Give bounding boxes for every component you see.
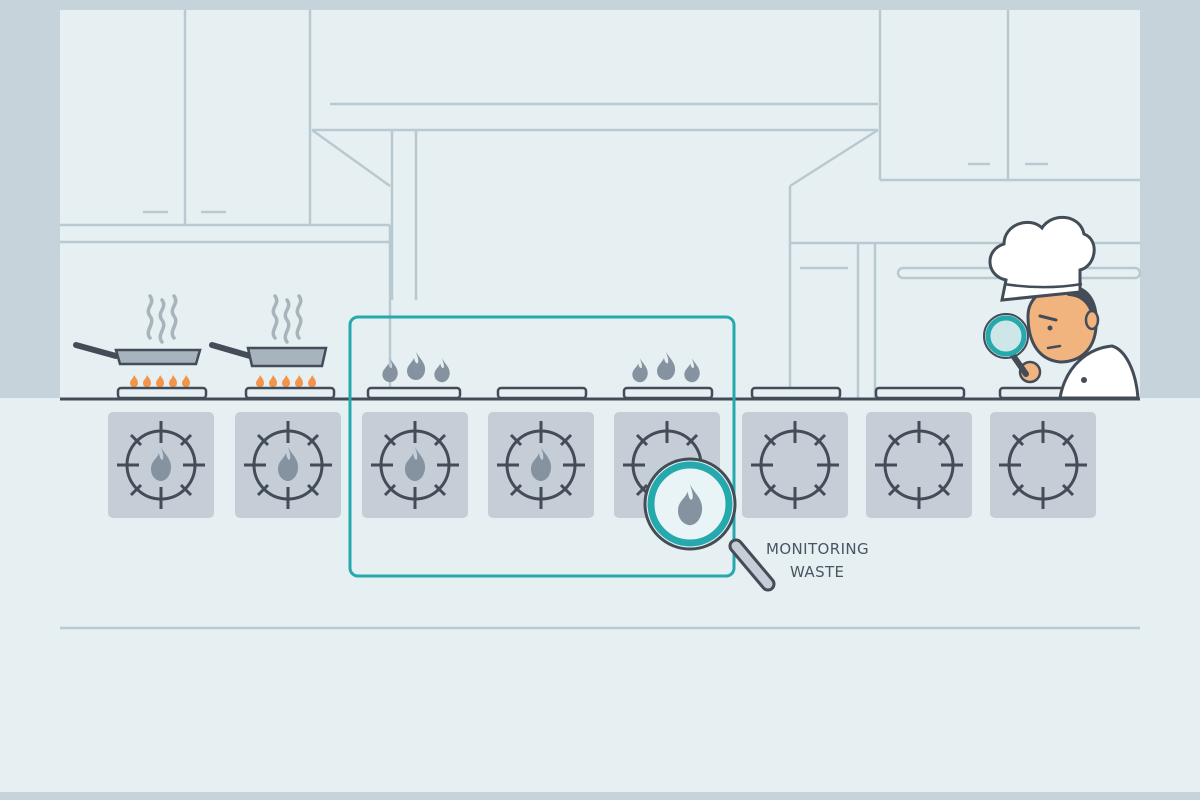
- burner-panel-6: [742, 412, 848, 518]
- annotation-line-2: WASTE: [790, 563, 845, 581]
- magnifying-glass-icon: [643, 457, 776, 592]
- burner-panel-8: [990, 412, 1096, 518]
- monitoring-waste-label: MONITORING WASTE: [766, 538, 869, 584]
- burner-panel-3: [362, 412, 468, 518]
- pan-burner-1: [73, 294, 208, 400]
- burner-panel-4: [488, 412, 594, 518]
- waste-highlight-box: [348, 315, 736, 578]
- burner-panel-7: [866, 412, 972, 518]
- burner-panel-2: [235, 412, 341, 518]
- pan-burner-2: [209, 294, 336, 400]
- chef-icon: [983, 215, 1140, 400]
- annotation-line-1: MONITORING: [766, 540, 870, 558]
- burner-panel-1: [108, 412, 214, 518]
- idle-burner-4: [496, 386, 588, 400]
- off-burner-caps: [750, 386, 1090, 400]
- range-hood: [311, 102, 879, 398]
